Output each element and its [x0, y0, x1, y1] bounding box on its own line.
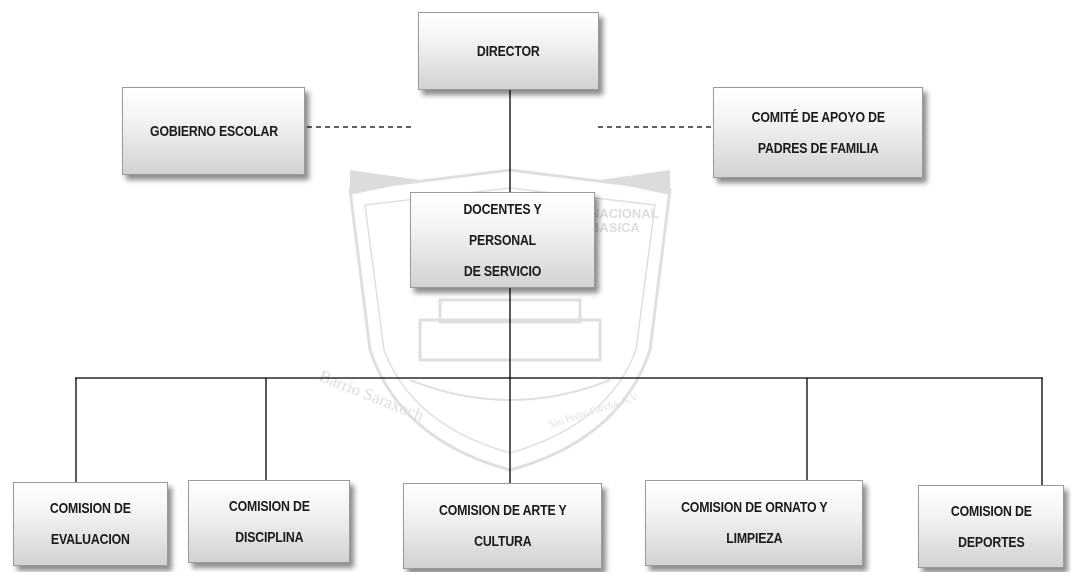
director-label: DIRECTOR: [477, 42, 540, 60]
comite-apoyo-label: COMITÉ DE APOYO DE PADRES DE FAMILIA: [751, 108, 885, 157]
comision-ornato-label: COMISION DE ORNATO Y LIMPIEZA: [680, 499, 828, 547]
comision-disciplina-box: COMISION DE DISCIPLINA: [188, 480, 350, 563]
gobierno-escolar-box: GOBIERNO ESCOLAR: [122, 87, 305, 175]
comision-ornato-box: COMISION DE ORNATO Y LIMPIEZA: [645, 480, 863, 566]
watermark-text-top2: BASICA: [590, 220, 640, 235]
docentes-box: DOCENTES Y PERSONAL DE SERVICIO: [410, 192, 595, 288]
director-box: DIRECTOR: [418, 12, 599, 90]
comision-deportes-label: COMISION DE DEPORTES: [950, 502, 1032, 551]
comision-disciplina-label: COMISION DE DISCIPLINA: [228, 497, 310, 546]
watermark-text-top: NACIONAL: [590, 206, 659, 221]
comision-evaluacion-label: COMISION DE EVALUACION: [50, 500, 131, 548]
comision-arte-label: COMISION DE ARTE Y CULTURA: [438, 502, 567, 550]
comision-arte-box: COMISION DE ARTE Y CULTURA: [403, 483, 602, 569]
comite-apoyo-box: COMITÉ DE APOYO DE PADRES DE FAMILIA: [713, 87, 923, 178]
comision-evaluacion-box: COMISION DE EVALUACION: [13, 482, 168, 566]
gobierno-escolar-label: GOBIERNO ESCOLAR: [149, 122, 278, 140]
comision-deportes-box: COMISION DE DEPORTES: [918, 485, 1064, 568]
docentes-label: DOCENTES Y PERSONAL DE SERVICIO: [463, 200, 542, 280]
